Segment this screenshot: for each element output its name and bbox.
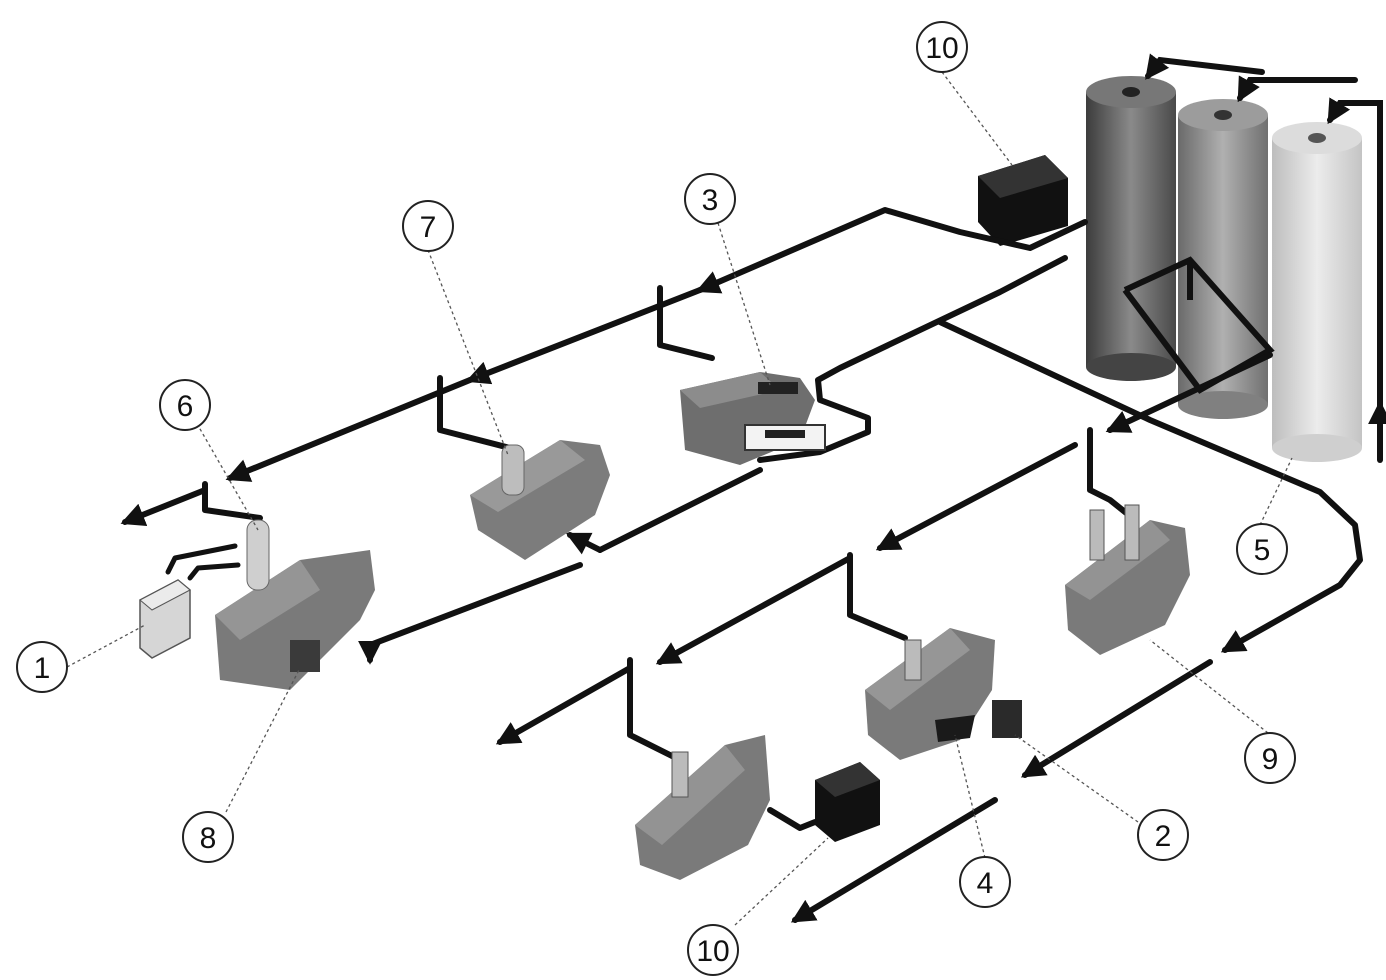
control-box-top	[978, 155, 1068, 246]
engine-lower-right	[1065, 505, 1190, 655]
callout-2: 2	[1138, 810, 1188, 860]
callout-10-bottom: 10	[688, 925, 738, 975]
callout-10-top-label: 10	[925, 32, 958, 65]
engine-left	[215, 520, 375, 690]
callout-1: 1	[17, 642, 67, 692]
callout-6-label: 6	[177, 390, 194, 423]
engine-bottom	[635, 735, 770, 880]
engine-lower-middle	[865, 628, 1022, 760]
storage-tanks	[1086, 76, 1362, 462]
engine-upper-right	[680, 372, 825, 465]
callout-5-label: 5	[1254, 534, 1271, 567]
control-box-bottom	[815, 762, 880, 842]
callout-6: 6	[160, 380, 210, 430]
callout-3-label: 3	[702, 184, 719, 217]
callout-4: 4	[960, 857, 1010, 907]
tank-light	[1272, 122, 1362, 462]
callout-4-label: 4	[977, 867, 994, 900]
callout-5: 5	[1237, 524, 1287, 574]
callout-7-label: 7	[420, 211, 437, 244]
callout-1-label: 1	[34, 652, 51, 685]
unit-1-cabinet	[140, 580, 190, 658]
callout-9: 9	[1245, 733, 1295, 783]
callout-7: 7	[403, 201, 453, 251]
callout-10-top: 10	[917, 22, 967, 72]
callout-8-label: 8	[200, 822, 217, 855]
callout-3: 3	[685, 174, 735, 224]
callout-9-label: 9	[1262, 743, 1279, 776]
callout-10-bottom-label: 10	[696, 935, 729, 968]
callout-8: 8	[183, 812, 233, 862]
callout-2-label: 2	[1155, 820, 1172, 853]
